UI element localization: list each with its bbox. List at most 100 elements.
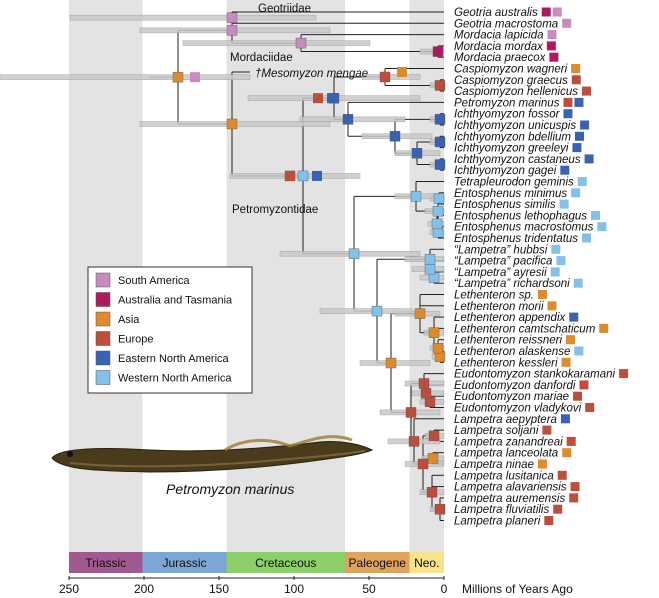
tip-region-marker [584, 154, 594, 164]
tip-region-marker [560, 414, 570, 424]
legend-label: South America [118, 275, 190, 287]
node-region-marker [428, 327, 440, 338]
node-region-marker [434, 504, 446, 515]
clade-label-geotriidae: Geotriidae [258, 3, 311, 15]
era-segment [69, 552, 143, 573]
tip-label: Ichthyomyzon fossor [454, 109, 561, 121]
node-region-marker [313, 93, 323, 104]
node-region-marker [426, 487, 438, 498]
tip-label: Eudontomyzon danfordi [454, 380, 576, 392]
legend-swatch [95, 350, 111, 366]
tip-region-marker [571, 75, 581, 85]
tip-region-marker [550, 267, 560, 277]
tip-region-marker [552, 7, 562, 17]
tip-region-marker [569, 493, 579, 503]
era-label: Cretaceous [255, 556, 316, 570]
node-region-marker [379, 71, 391, 83]
tip-label: Entosphenus macrostomus [454, 222, 594, 234]
era-label: Jurassic [162, 556, 206, 570]
node-region-marker [342, 114, 354, 125]
tip-region-marker [571, 188, 581, 198]
node-region-marker [297, 170, 309, 182]
tip-region-marker [551, 244, 561, 254]
tip-region-marker [573, 278, 583, 288]
tip-region-marker [537, 459, 547, 469]
fossil-taxon-label: †Mesomyzon mengae [255, 68, 368, 80]
era-segment [345, 552, 410, 573]
tip-label: “Lampetra” pacifica [454, 256, 552, 268]
tip-label: Lampetra aepyptera [454, 414, 557, 426]
axis-label: Millions of Years Ago [462, 582, 573, 596]
node-age-bar [419, 48, 445, 55]
tip-label: Tetrapleurodon geminis [454, 177, 574, 189]
tip-region-marker [547, 301, 557, 311]
legend-label: Asia [118, 314, 140, 326]
tip-region-marker [570, 482, 580, 492]
legend-swatch [95, 370, 111, 385]
node-region-marker [418, 378, 430, 389]
tip-label: Petromyzon marinus [454, 97, 560, 109]
tip-region-marker [569, 312, 579, 322]
tip-region-marker [577, 177, 587, 186]
legend-swatch [95, 311, 111, 327]
tip-label: Caspiomyzon wagneri [454, 64, 568, 76]
tip-region-marker [561, 357, 571, 367]
node-region-marker [410, 191, 422, 202]
tip-region-marker [572, 143, 582, 153]
tip-label: Lethenteron kessleri [454, 357, 558, 369]
tip-region-marker [599, 323, 609, 333]
node-region-marker [371, 305, 383, 317]
tip-region-marker [542, 425, 552, 435]
node-region-marker [408, 436, 420, 447]
node-region-marker [433, 193, 445, 204]
tip-region-marker [562, 448, 572, 458]
node-region-marker [295, 37, 307, 49]
tip-region-marker [573, 391, 583, 401]
node-region-marker [414, 308, 426, 319]
lamprey-dorsal-fin [224, 435, 353, 452]
lamprey-belly [69, 450, 366, 468]
tip-label: Lethenteron morii [454, 301, 544, 313]
tip-label: Ichthyomyzon greeleyi [454, 143, 569, 155]
node-region-marker [385, 357, 397, 369]
tip-label: Ichthyomyzon unicuspis [454, 120, 576, 132]
tip-label: Ichthyomyzon gagei [454, 165, 557, 177]
tip-label: Caspiomyzon graecus [454, 75, 568, 87]
tip-region-marker [574, 131, 584, 141]
node-region-marker [417, 458, 429, 470]
tip-region-marker [549, 52, 559, 62]
node-region-marker [434, 136, 446, 148]
tip-label: “Lampetra” richardsoni [454, 278, 570, 290]
legend-label: Eastern North America [118, 353, 230, 365]
node-region-marker [285, 170, 295, 181]
node-age-bar [182, 40, 371, 46]
tip-label: Lethenteron camtschaticum [454, 323, 596, 335]
tip-label: Eudontomyzon mariae [454, 391, 569, 403]
tip-label: Lampetra lanceolata [454, 448, 558, 460]
node-region-marker [190, 72, 200, 83]
tip-label: “Lampetra” hubbsi [454, 244, 548, 256]
node-region-marker [226, 12, 238, 23]
tip-region-marker [582, 233, 592, 243]
tip-label: Caspiomyzon hellenicus [454, 86, 578, 98]
tip-region-marker [574, 346, 584, 356]
node-region-marker [312, 170, 322, 181]
node-region-marker [327, 93, 337, 104]
node-age-bar [361, 74, 421, 80]
node-region-marker [432, 342, 444, 354]
tip-region-marker [547, 30, 557, 40]
node-region-marker [411, 148, 423, 159]
tip-region-marker [562, 18, 572, 28]
legend-label: Australia and Tasmania [118, 295, 233, 307]
node-age-bar [319, 308, 413, 314]
legend-swatch [95, 292, 111, 307]
tip-label: Lethenteron sp. [454, 290, 534, 302]
node-region-marker [434, 159, 446, 170]
era-label: Neo. [414, 556, 439, 570]
era-label: Paleogene [349, 556, 407, 570]
tip-label: Lampetra soljani [454, 425, 539, 437]
legend-box [87, 266, 253, 394]
tip-label: Entosphenus lethophagus [454, 210, 587, 222]
